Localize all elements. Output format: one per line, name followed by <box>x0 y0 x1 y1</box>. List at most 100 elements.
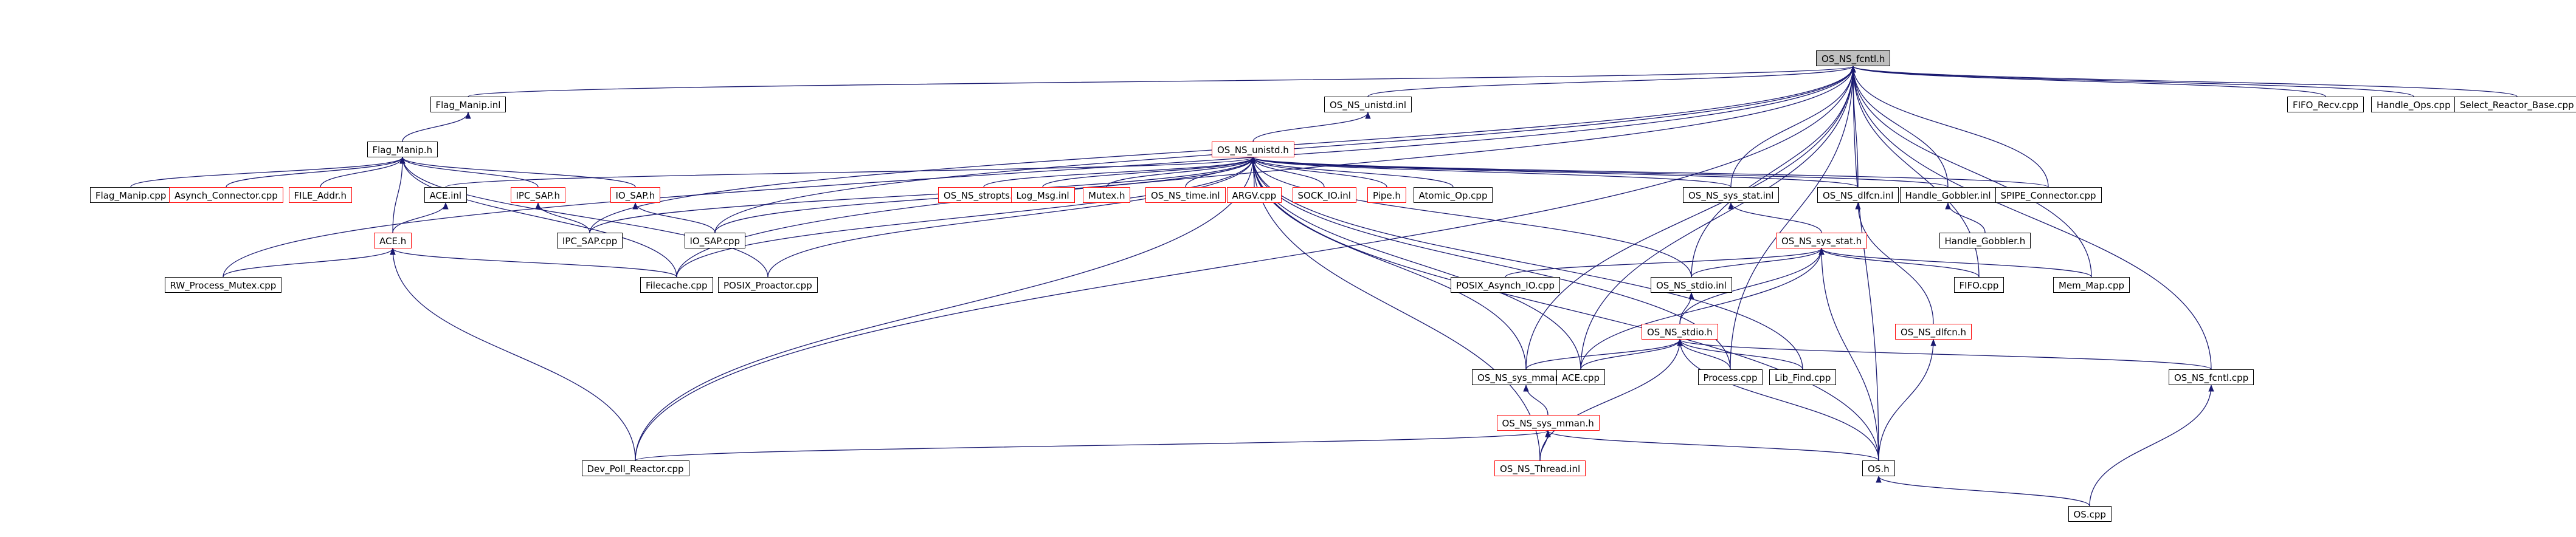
edge-ipc-sap-cpp-to-os-ns-unistd-h <box>589 156 1256 233</box>
graph-node-flag-manip-inl[interactable]: Flag_Manip.inl <box>430 97 506 112</box>
graph-node-mutex-h[interactable]: Mutex.h <box>1083 187 1131 203</box>
edge-lib-find-cpp-to-os-ns-unistd-h <box>1250 156 1803 370</box>
edge-os-ns-thread-inl-to-os-ns-unistd-h <box>1250 156 1541 461</box>
edge-ace-cpp-to-os-ns-stdio-h <box>1580 338 1683 370</box>
edge-handle-gobbler-inl-to-os-ns-unistd-h <box>1250 156 1949 188</box>
edge-os-cpp-to-os-ns-fcntl-cpp <box>2089 384 2214 507</box>
edge-io-sap-h-to-flag-manip-h <box>399 156 636 188</box>
graph-node-posix-proactor-cpp[interactable]: POSIX_Proactor.cpp <box>718 277 818 293</box>
graph-node-os-ns-time-inl[interactable]: OS_NS_time.inl <box>1145 187 1226 203</box>
graph-node-sock-io-inl[interactable]: SOCK_IO.inl <box>1292 187 1356 203</box>
edge-os-ns-sys-mman-inl-to-os-ns-stdio-h <box>1525 338 1683 370</box>
edge-os-ns-sys-stat-h-to-os-ns-sys-stat-inl <box>1728 202 1822 233</box>
edge-log-msg-inl-to-os-ns-unistd-h <box>1042 156 1256 188</box>
graph-node-os-h[interactable]: OS.h <box>1862 460 1895 476</box>
graph-node-os-cpp[interactable]: OS.cpp <box>2068 506 2112 522</box>
edge-os-cpp-to-os-h <box>1876 475 2090 507</box>
edge-os-ns-stdio-inl-to-os-ns-fcntl-h <box>1691 65 1856 278</box>
edge-dev-poll-reactor-cpp-to-os-ns-fcntl-h <box>635 65 1856 461</box>
edge-atomic-op-cpp-to-os-ns-unistd-h <box>1250 156 1454 188</box>
edge-os-ns-unistd-h-to-os-ns-unistd-inl <box>1252 111 1371 142</box>
edge-lib-find-cpp-to-os-ns-stdio-h <box>1677 338 1803 370</box>
edge-os-h-to-os-ns-sys-mman-h <box>1545 429 1879 461</box>
edge-select-reactor-base-cpp-to-os-ns-fcntl-h <box>1850 65 2518 97</box>
edge-os-ns-thread-inl-to-os-ns-sys-mman-h <box>1539 429 1551 461</box>
edge-ipc-sap-cpp-to-ipc-sap-h <box>535 202 590 233</box>
graph-node-file-addr-h[interactable]: FILE_Addr.h <box>288 187 352 203</box>
edge-os-ns-fcntl-cpp-to-os-ns-fcntl-h <box>1850 65 2212 370</box>
graph-node-os-ns-dlfcn-inl[interactable]: OS_NS_dlfcn.inl <box>1817 187 1899 203</box>
edge-process-cpp-to-os-ns-stdio-h <box>1677 338 1731 370</box>
edge-os-ns-stdio-inl-to-os-ns-sys-stat-h <box>1691 247 1825 278</box>
edge-ace-h-to-flag-manip-h <box>392 156 406 233</box>
edge-ace-h-to-ace-inl <box>392 202 449 233</box>
edge-mutex-h-to-os-ns-unistd-h <box>1106 156 1256 188</box>
graph-node-process-cpp[interactable]: Process.cpp <box>1697 369 1763 385</box>
graph-node-ace-cpp[interactable]: ACE.cpp <box>1556 369 1606 385</box>
graph-node-fifo-cpp[interactable]: FIFO.cpp <box>1953 277 2005 293</box>
graph-node-os-ns-dlfcn-h[interactable]: OS_NS_dlfcn.h <box>1895 324 1972 340</box>
edge-os-ns-dlfcn-inl-to-os-ns-unistd-h <box>1250 156 1859 188</box>
edge-os-ns-sys-mman-h-to-os-ns-sys-mman-inl <box>1523 384 1549 416</box>
graph-node-argv-cpp[interactable]: ARGV.cpp <box>1226 187 1282 203</box>
graph-node-os-ns-sys-mman-h[interactable]: OS_NS_sys_mman.h <box>1496 415 1600 431</box>
edge-flag-manip-h-to-flag-manip-inl <box>402 111 471 142</box>
edge-os-ns-fcntl-cpp-to-os-ns-stdio-h <box>1677 338 2212 370</box>
graph-node-flag-manip-h[interactable]: Flag_Manip.h <box>367 142 438 157</box>
graph-node-ace-inl[interactable]: ACE.inl <box>424 187 468 203</box>
graph-node-os-ns-fcntl-h[interactable]: OS_NS_fcntl.h <box>1816 50 1891 66</box>
graph-node-spipe-connector-cpp[interactable]: SPIPE_Connector.cpp <box>1995 187 2102 203</box>
graph-node-posix-asynch-io-cpp[interactable]: POSIX_Asynch_IO.cpp <box>1451 277 1560 293</box>
edge-spipe-connector-cpp-to-os-ns-unistd-h <box>1250 156 2049 188</box>
edge-ipc-sap-h-to-flag-manip-h <box>399 156 539 188</box>
graph-node-os-ns-unistd-inl[interactable]: OS_NS_unistd.inl <box>1324 97 1412 112</box>
edge-os-ns-stdio-h-to-os-ns-sys-stat-h <box>1679 247 1825 324</box>
edge-ace-cpp-to-os-ns-sys-stat-h <box>1580 247 1825 370</box>
edge-os-h-to-os-ns-dlfcn-h <box>1878 338 1936 461</box>
edge-filecache-cpp-to-flag-manip-h <box>399 156 677 278</box>
graph-node-os-ns-stdio-inl[interactable]: OS_NS_stdio.inl <box>1651 277 1732 293</box>
graph-node-io-sap-h[interactable]: IO_SAP.h <box>610 187 661 203</box>
edge-posix-proactor-cpp-to-flag-manip-h <box>399 156 768 278</box>
graph-node-os-ns-sys-stat-h[interactable]: OS_NS_sys_stat.h <box>1776 233 1868 248</box>
graph-node-os-ns-sys-stat-inl[interactable]: OS_NS_sys_stat.inl <box>1683 187 1780 203</box>
graph-node-fifo-recv-cpp[interactable]: FIFO_Recv.cpp <box>2287 97 2364 112</box>
edge-handle-gobbler-h-to-handle-gobbler-inl <box>1945 202 1986 233</box>
graph-node-mem-map-cpp[interactable]: Mem_Map.cpp <box>2053 277 2130 293</box>
edge-os-h-to-os-ns-fcntl-h <box>1850 65 1879 461</box>
graph-node-filecache-cpp[interactable]: Filecache.cpp <box>640 277 713 293</box>
graph-node-dev-poll-reactor-cpp[interactable]: Dev_Poll_Reactor.cpp <box>581 460 689 476</box>
graph-node-handle-gobbler-h[interactable]: Handle_Gobbler.h <box>1939 233 2031 248</box>
graph-node-select-reactor-base-cpp[interactable]: Select_Reactor_Base.cpp <box>2454 97 2576 112</box>
edge-os-ns-stropts-inl-to-os-ns-unistd-h <box>983 156 1256 188</box>
edge-handle-ops-cpp-to-os-ns-fcntl-h <box>1850 65 2414 97</box>
graph-node-os-ns-unistd-h[interactable]: OS_NS_unistd.h <box>1212 142 1294 157</box>
graph-node-os-ns-fcntl-cpp[interactable]: OS_NS_fcntl.cpp <box>2169 369 2254 385</box>
graph-node-handle-gobbler-inl[interactable]: Handle_Gobbler.inl <box>1899 187 1997 203</box>
graph-node-rw-process-mutex-cpp[interactable]: RW_Process_Mutex.cpp <box>164 277 282 293</box>
graph-node-log-msg-inl[interactable]: Log_Msg.inl <box>1010 187 1075 203</box>
graph-node-ipc-sap-h[interactable]: IPC_SAP.h <box>510 187 565 203</box>
edge-ace-inl-to-os-ns-unistd-h <box>445 156 1256 188</box>
graph-node-atomic-op-cpp[interactable]: Atomic_Op.cpp <box>1413 187 1493 203</box>
edge-os-h-to-os-ns-sys-stat-h <box>1818 247 1879 461</box>
graph-node-ipc-sap-cpp[interactable]: IPC_SAP.cpp <box>557 233 623 248</box>
graph-node-lib-find-cpp[interactable]: Lib_Find.cpp <box>1769 369 1837 385</box>
graph-node-asynch-connector-cpp[interactable]: Asynch_Connector.cpp <box>169 187 283 203</box>
graph-node-os-ns-stdio-h[interactable]: OS_NS_stdio.h <box>1642 324 1718 340</box>
edge-mem-map-cpp-to-os-ns-sys-stat-h <box>1818 247 2092 278</box>
graph-node-flag-manip-cpp[interactable]: Flag_Manip.cpp <box>90 187 172 203</box>
edge-process-cpp-to-os-ns-fcntl-h <box>1730 65 1856 370</box>
graph-node-io-sap-cpp[interactable]: IO_SAP.cpp <box>684 233 746 248</box>
edge-os-ns-sys-mman-inl-to-os-ns-fcntl-h <box>1525 65 1856 370</box>
graph-node-pipe-h[interactable]: Pipe.h <box>1367 187 1406 203</box>
edge-os-ns-stdio-inl-to-os-ns-unistd-h <box>1250 156 1692 278</box>
graph-node-handle-ops-cpp[interactable]: Handle_Ops.cpp <box>2371 97 2456 112</box>
edge-filecache-cpp-to-ace-h <box>390 247 677 278</box>
graph-node-os-ns-thread-inl[interactable]: OS_NS_Thread.inl <box>1494 460 1586 476</box>
edge-dev-poll-reactor-cpp-to-os-ns-unistd-h <box>635 156 1256 461</box>
edge-rw-process-mutex-cpp-to-os-ns-fcntl-h <box>223 65 1856 278</box>
graph-node-ace-h[interactable]: ACE.h <box>374 233 412 248</box>
edge-io-sap-cpp-to-io-sap-h <box>632 202 716 233</box>
